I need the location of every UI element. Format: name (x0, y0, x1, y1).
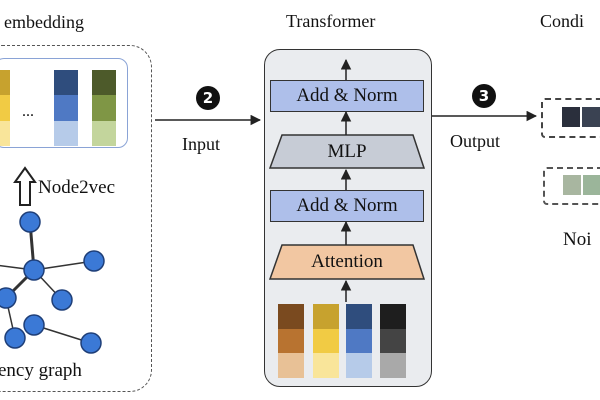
vector-cell (346, 353, 372, 379)
attention-layer: Attention (311, 251, 383, 272)
vector-cell (0, 70, 10, 96)
step-3-badge: 3 (472, 84, 496, 108)
token-vector-blue (346, 304, 372, 379)
attention-trapezoid (268, 244, 426, 280)
token-vector-yellow (313, 304, 339, 379)
embedding-vectors-box (0, 58, 128, 148)
transformer-title: Transformer (286, 11, 376, 31)
vector-cell (54, 120, 78, 146)
mlp-layer: MLP (327, 141, 367, 162)
vector-cell (313, 304, 339, 329)
vector-cell (54, 70, 78, 96)
vector-cell (92, 95, 116, 121)
noise-token-2 (583, 175, 600, 195)
step-2-badge: 2 (196, 86, 220, 110)
output-label: Output (450, 131, 501, 151)
vector-cell (278, 304, 304, 329)
vector-cell (54, 95, 78, 121)
graph-node (83, 250, 105, 272)
node2vec-arrow (13, 166, 37, 206)
vector-cell (380, 353, 406, 379)
noise-box (543, 167, 600, 205)
mlp-trapezoid (268, 134, 426, 169)
adjacency-graph (0, 221, 95, 344)
embedding-vector-2 (54, 70, 78, 146)
vector-cell (92, 120, 116, 146)
token-vector-gray (380, 304, 406, 379)
add-norm-top-layer: Add & Norm (270, 80, 424, 112)
embedding-title: embedding (4, 12, 84, 32)
graph-node (4, 327, 26, 349)
vector-cell (346, 328, 372, 354)
graph-node (0, 287, 17, 309)
noise-token-1 (563, 175, 581, 195)
graph-nodes (0, 211, 105, 354)
embedding-vector-3 (92, 70, 116, 146)
graph-node (23, 314, 45, 336)
vector-cell (278, 328, 304, 354)
vector-cell (380, 328, 406, 354)
condition-title: Condi (540, 11, 585, 31)
input-label: Input (182, 134, 220, 154)
graph-label: ency graph (0, 360, 82, 381)
graph-node (51, 289, 73, 311)
token-vector-brown (278, 304, 304, 379)
vector-cell (0, 95, 10, 121)
vector-cell (346, 304, 372, 329)
embedding-vector-1 (0, 70, 10, 146)
vector-cell (92, 70, 116, 96)
embedding-panel (0, 45, 152, 392)
node2vec-label: Node2vec (38, 177, 116, 198)
graph-node (23, 259, 45, 281)
vector-cell (380, 304, 406, 329)
vector-cell (313, 328, 339, 354)
graph-node (80, 332, 102, 354)
condition-token-2 (582, 107, 600, 127)
graph-node (19, 211, 41, 233)
vector-cell (278, 353, 304, 379)
condition-box (541, 98, 600, 138)
embedding-ellipsis: ... (22, 103, 34, 120)
noise-label: Noi (563, 229, 592, 250)
vector-cell (313, 353, 339, 379)
vector-cell (0, 120, 10, 146)
condition-token-1 (562, 107, 580, 127)
